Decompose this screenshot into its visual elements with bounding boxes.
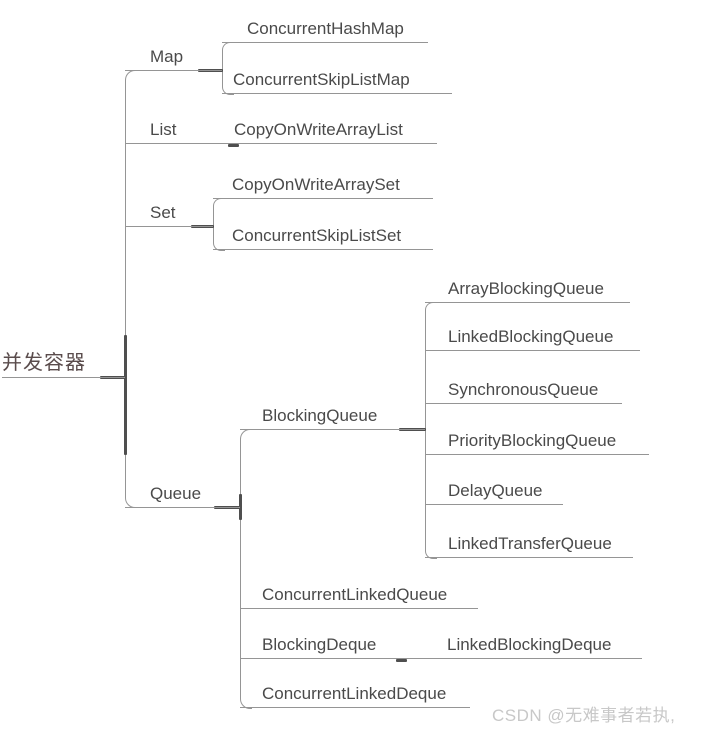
node-concurrenthashmap: ConcurrentHashMap [222,15,428,43]
node-concurrentskiplistmap: ConcurrentSkipListMap [222,66,452,94]
node-concurrentskiplistset: ConcurrentSkipListSet [213,222,433,250]
joint-blockingdeque-tick [396,658,407,662]
watermark-text: CSDN @无难事者若执, [492,706,676,725]
node-priorityblockingqueue: PriorityBlockingQueue [425,427,649,455]
node-set-label: Set [150,203,176,223]
node-root-label: 并发容器 [2,352,86,374]
joint-queue-spine [239,494,242,520]
node-blockingdeque: BlockingDeque [240,631,402,659]
joint-root-spine [124,335,127,455]
node-concurrenthashmap-label: ConcurrentHashMap [247,19,404,39]
node-arrayblockingqueue: ArrayBlockingQueue [425,275,630,303]
node-concurrentlinkedqueue: ConcurrentLinkedQueue [240,581,478,609]
node-concurrentskiplistset-label: ConcurrentSkipListSet [232,226,402,246]
node-copyonwritearrayset: CopyOnWriteArraySet [213,171,433,199]
node-blockingqueue-label: BlockingQueue [262,406,378,426]
node-synchronousqueue: SynchronousQueue [425,376,622,404]
node-priorityblockingqueue-label: PriorityBlockingQueue [448,431,617,451]
node-concurrentlinkeddeque-label: ConcurrentLinkedDeque [262,684,447,704]
node-delayqueue: DelayQueue [425,477,563,505]
node-linkedblockingdeque-label: LinkedBlockingDeque [447,635,612,655]
node-blockingqueue: BlockingQueue [240,402,425,430]
node-queue: Queue [125,480,240,508]
node-list-label: List [150,120,177,140]
node-arrayblockingqueue-label: ArrayBlockingQueue [448,279,604,299]
node-linkedtransferqueue-label: LinkedTransferQueue [448,534,612,554]
node-concurrentlinkedqueue-label: ConcurrentLinkedQueue [262,585,448,605]
node-list: List [125,116,233,144]
connector-queue-spine [240,429,252,709]
node-blockingdeque-label: BlockingDeque [262,635,377,655]
node-concurrentlinkeddeque: ConcurrentLinkedDeque [240,680,470,708]
node-linkedblockingqueue: LinkedBlockingQueue [425,323,640,351]
node-copyonwritearraylist: CopyOnWriteArrayList [233,116,437,144]
node-set: Set [125,199,213,227]
node-queue-label: Queue [150,484,202,504]
node-linkedtransferqueue: LinkedTransferQueue [425,530,633,558]
node-map-label: Map [150,47,184,67]
node-copyonwritearrayset-label: CopyOnWriteArraySet [232,175,400,195]
node-linkedblockingqueue-label: LinkedBlockingQueue [448,327,614,347]
node-copyonwritearraylist-label: CopyOnWriteArrayList [234,120,403,140]
node-map: Map [125,43,222,71]
node-synchronousqueue-label: SynchronousQueue [448,380,599,400]
node-delayqueue-label: DelayQueue [448,481,543,501]
joint-list-tick [228,143,239,147]
node-linkedblockingdeque: LinkedBlockingDeque [402,631,642,659]
node-root: 并发容器 [2,350,125,378]
node-concurrentskiplistmap-label: ConcurrentSkipListMap [233,70,410,90]
